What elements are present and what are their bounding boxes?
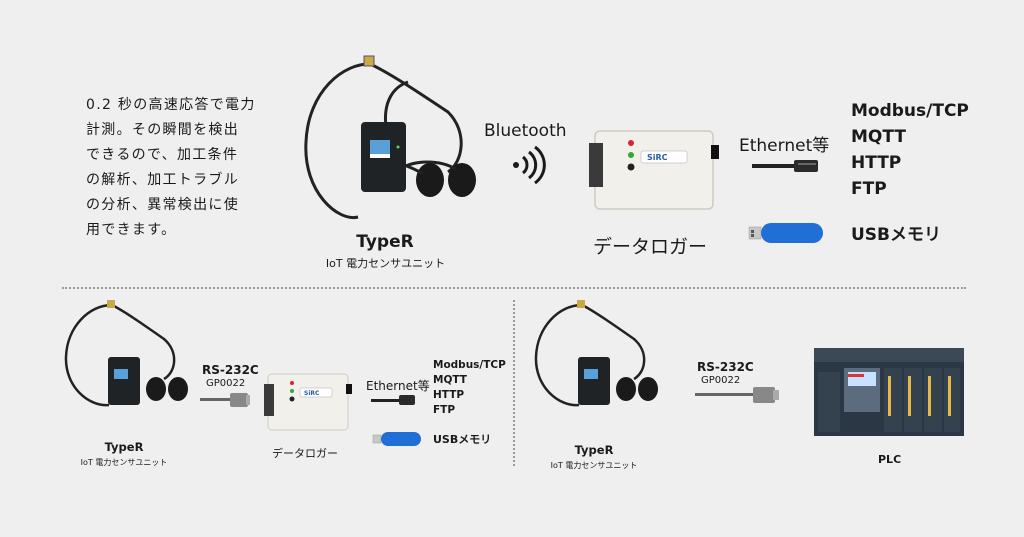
bl-logger-label: データロガー: [272, 447, 338, 460]
protocol-item: Modbus/TCP: [851, 101, 969, 121]
protocol-item: FTP: [851, 179, 887, 199]
bl-sensor-subtitle: IoT 電力センサユニット: [80, 458, 168, 467]
bl-protocol-list: Modbus/TCP MQTT HTTP FTP: [433, 358, 506, 418]
section-divider-horizontal: [62, 287, 966, 289]
description-line: の解析、加工トラブル: [86, 172, 239, 188]
protocol-item: HTTP: [851, 153, 902, 173]
typer-sensor-image-small: [64, 300, 188, 407]
top-ethernet-label: Ethernet等: [739, 136, 830, 156]
br-serial-label: RS-232C: [697, 360, 754, 374]
br-sensor-title: TypeR: [574, 443, 614, 457]
description-text: 0.2 秒の高速応答で電力 計測。その瞬間を検出 できるので、加工条件 の解析、…: [86, 93, 261, 243]
description-line: 0.2 秒の高速応答で電力: [86, 97, 256, 113]
bl-serial-sub: GP0022: [206, 378, 246, 389]
protocol-item: Modbus/TCP: [433, 359, 506, 371]
bl-usb-label: USBメモリ: [433, 433, 492, 446]
top-sensor-subtitle: IoT 電力センサユニット: [325, 257, 446, 270]
bl-serial-label: RS-232C: [202, 363, 259, 377]
bluetooth-label: Bluetooth: [484, 121, 567, 141]
serial-cable-icon: [200, 393, 250, 407]
protocol-item: HTTP: [433, 389, 465, 401]
protocol-item: FTP: [433, 404, 456, 416]
top-sensor-title: TypeR: [356, 232, 414, 252]
description-line: 用できます。: [86, 222, 177, 238]
logger-brand-text: SiRC: [647, 153, 668, 162]
ethernet-cable-icon: [752, 160, 818, 172]
usb-stick-icon: [748, 223, 823, 243]
svg-text:SiRC: SiRC: [304, 390, 320, 397]
bl-ethernet-label: Ethernet等: [366, 379, 430, 393]
protocol-item: MQTT: [433, 374, 467, 386]
br-serial-sub: GP0022: [701, 375, 741, 386]
top-logger-label: データロガー: [593, 236, 708, 258]
usb-stick-icon-small: [372, 432, 421, 446]
description-line: できるので、加工条件: [86, 147, 239, 163]
br-sensor-subtitle: IoT 電力センサユニット: [550, 461, 638, 470]
bl-sensor-title: TypeR: [104, 440, 144, 454]
section-divider-vertical: [513, 300, 515, 466]
data-logger-image-small: SiRC: [264, 373, 352, 431]
serial-cable-icon-2: [695, 387, 779, 403]
typer-sensor-image-small-2: [534, 300, 658, 407]
wireless-signal-icon: [513, 145, 546, 185]
data-logger-image: SiRC: [589, 130, 719, 210]
plc-label: PLC: [878, 453, 902, 466]
top-protocol-list: Modbus/TCP MQTT HTTP FTP: [851, 98, 969, 202]
typer-sensor-image: [304, 55, 476, 220]
top-usb-label: USBメモリ: [851, 225, 942, 245]
ethernet-cable-icon-small: [371, 395, 415, 405]
description-line: の分析、異常検出に使: [86, 197, 239, 213]
protocol-item: MQTT: [851, 127, 906, 147]
description-line: 計測。その瞬間を検出: [86, 122, 239, 138]
plc-image: [814, 348, 964, 436]
